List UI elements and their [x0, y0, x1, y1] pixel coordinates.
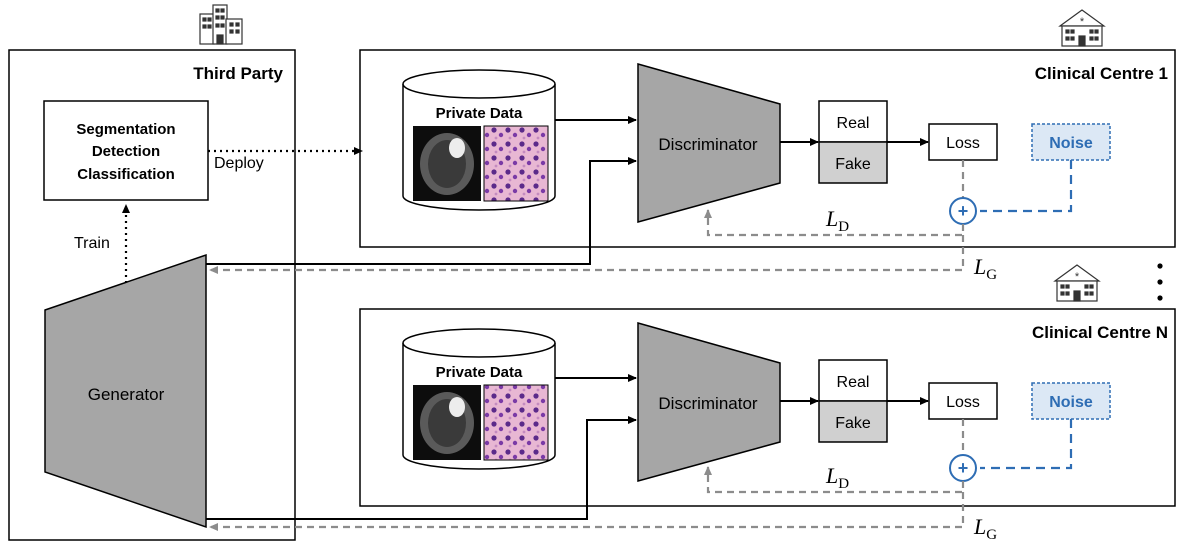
- private-data-cylinder: Private Data: [402, 328, 556, 470]
- train-label: Train: [74, 235, 110, 252]
- ld-feedback-arrow: [704, 209, 965, 237]
- noise-box: [1031, 123, 1111, 161]
- hospital-icon: *: [1053, 264, 1101, 302]
- ld-label: LD: [825, 206, 849, 235]
- plus-symbol: +: [958, 201, 969, 221]
- plus-symbol: +: [958, 458, 969, 478]
- private-data-cylinder: Private Data: [402, 69, 556, 211]
- brain-mri-image: [413, 126, 481, 201]
- discriminator-label: Discriminator: [658, 135, 758, 154]
- noise-label: Noise: [1049, 394, 1093, 411]
- hospital-icon: *: [1058, 9, 1106, 47]
- fake-box: [818, 400, 888, 443]
- centre-n-panel: [359, 308, 1176, 507]
- clinical-centre-n: Clinical Centre N * Private Data: [206, 264, 1176, 543]
- centre-1-panel: [359, 49, 1176, 248]
- task-segmentation: Segmentation: [76, 121, 175, 138]
- real-box: [818, 100, 888, 143]
- generator-to-discriminator-n-arrow: [206, 416, 637, 520]
- fake-label: Fake: [835, 415, 871, 432]
- loss-box: [928, 382, 998, 420]
- brain-mri-image: [413, 385, 481, 460]
- private-data-label: Private Data: [436, 364, 523, 381]
- loss-label: Loss: [946, 394, 980, 411]
- centre-n-title: Clinical Centre N: [1032, 323, 1168, 342]
- task-box: [43, 100, 209, 201]
- more-centres-ellipsis-icon: [1157, 263, 1163, 301]
- deploy-label: Deploy: [214, 155, 264, 172]
- lg-label: LG: [973, 514, 997, 543]
- discriminator-block: [637, 322, 781, 482]
- fake-box: [818, 141, 888, 184]
- lg-label: LG: [973, 254, 997, 283]
- fake-label: Fake: [835, 156, 871, 173]
- histology-image: [483, 125, 549, 202]
- generator-block: [44, 253, 207, 529]
- office-building-icon: [199, 4, 243, 45]
- loss-box: [928, 123, 998, 161]
- private-data-label: Private Data: [436, 105, 523, 122]
- discriminator-block: [637, 63, 781, 223]
- noise-label: Noise: [1049, 135, 1093, 152]
- noise-to-plus-line: [980, 419, 1073, 470]
- third-party-panel: Third Party Segmentation Detection Class…: [8, 4, 363, 541]
- svg-text:*: *: [1075, 271, 1080, 283]
- task-detection: Detection: [92, 143, 160, 160]
- svg-text:*: *: [1080, 16, 1085, 28]
- task-classification: Classification: [77, 166, 175, 183]
- generator-to-discriminator-1-arrow: [206, 157, 637, 265]
- real-label: Real: [837, 115, 870, 132]
- ld-feedback-arrow: [704, 466, 965, 494]
- ld-label: LD: [825, 463, 849, 492]
- third-party-title: Third Party: [193, 64, 283, 83]
- generator-label: Generator: [88, 385, 165, 404]
- real-box: [818, 359, 888, 402]
- histology-image: [483, 384, 549, 461]
- real-label: Real: [837, 374, 870, 391]
- centre-1-title: Clinical Centre 1: [1035, 64, 1168, 83]
- clinical-centre-1: Clinical Centre 1 * Private Data: [206, 9, 1176, 283]
- noise-to-plus-line: [980, 160, 1073, 213]
- noise-box: [1031, 382, 1111, 420]
- loss-label: Loss: [946, 135, 980, 152]
- discriminator-label: Discriminator: [658, 394, 758, 413]
